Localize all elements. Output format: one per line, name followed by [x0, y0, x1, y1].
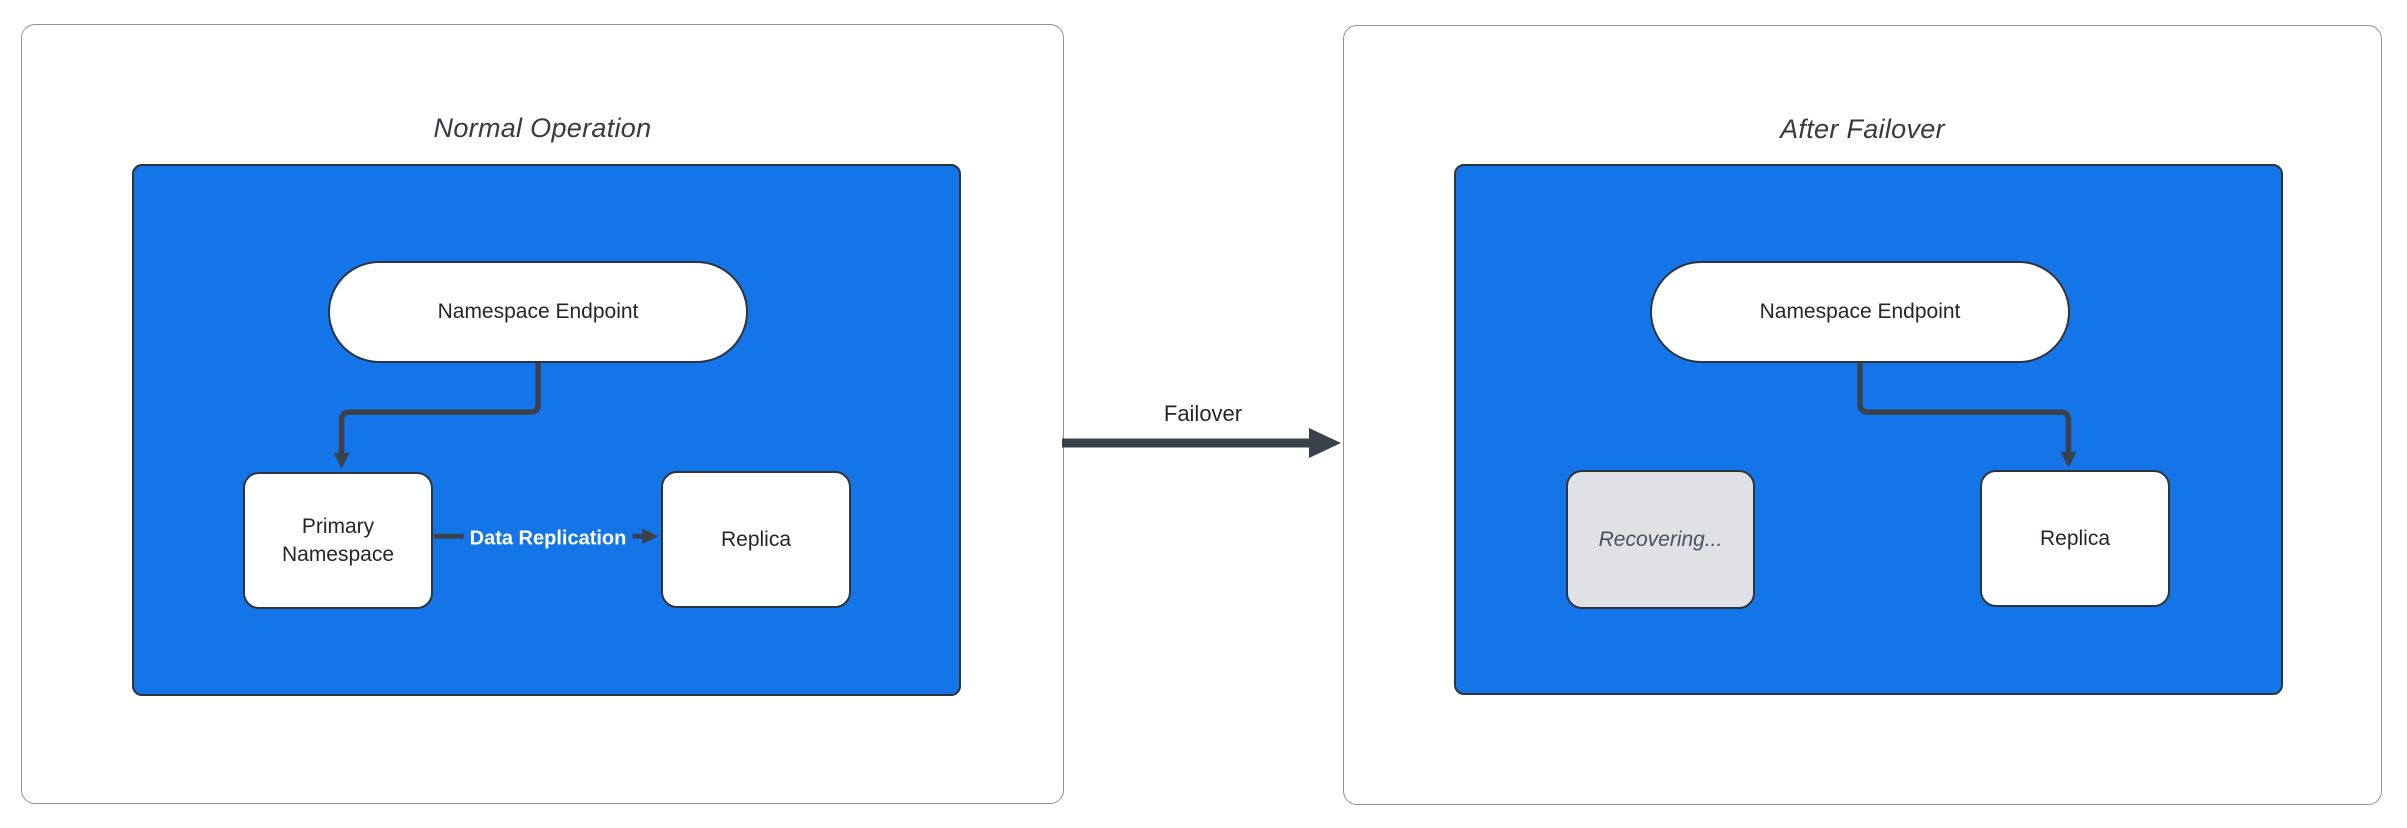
panel-normal-operation: Normal Operation Namespace Endpoint Prim…	[21, 24, 1064, 804]
panel-title-after-failover: After Failover	[1780, 114, 1945, 144]
connector-endpoint-to-primary	[333, 359, 659, 545]
primary-namespace-node: Primary Namespace	[243, 472, 433, 609]
data-replication-edge-label: Data Replication	[463, 524, 633, 554]
recovering-label: Recovering...	[1598, 527, 1723, 551]
namespace-endpoint-node-failover: Namespace Endpoint	[1650, 261, 2070, 363]
namespace-endpoint-node-normal: Namespace Endpoint	[328, 261, 748, 363]
primary-namespace-label: Primary Namespace	[281, 514, 395, 566]
namespace-endpoint-label: Namespace Endpoint	[437, 300, 639, 323]
cluster-container-normal: Namespace Endpoint Primary Namespace Rep…	[132, 164, 961, 696]
failover-arrow-label: Failover	[1155, 399, 1251, 429]
namespace-endpoint-label-failover: Namespace Endpoint	[1759, 300, 1961, 323]
recovering-node: Recovering...	[1566, 470, 1755, 609]
replica-node-normal: Replica	[661, 471, 851, 608]
replica-label-normal: Replica	[720, 527, 792, 551]
replica-label-failover: Replica	[2039, 526, 2111, 550]
cluster-container-failover: Namespace Endpoint Recovering... Replica	[1454, 164, 2283, 695]
connector-endpoint-to-replica	[1857, 359, 2077, 468]
panel-after-failover: After Failover Namespace Endpoint Recove…	[1343, 25, 2382, 805]
replica-node-failover: Replica	[1980, 470, 2170, 607]
panel-title-normal-operation: Normal Operation	[433, 113, 652, 143]
